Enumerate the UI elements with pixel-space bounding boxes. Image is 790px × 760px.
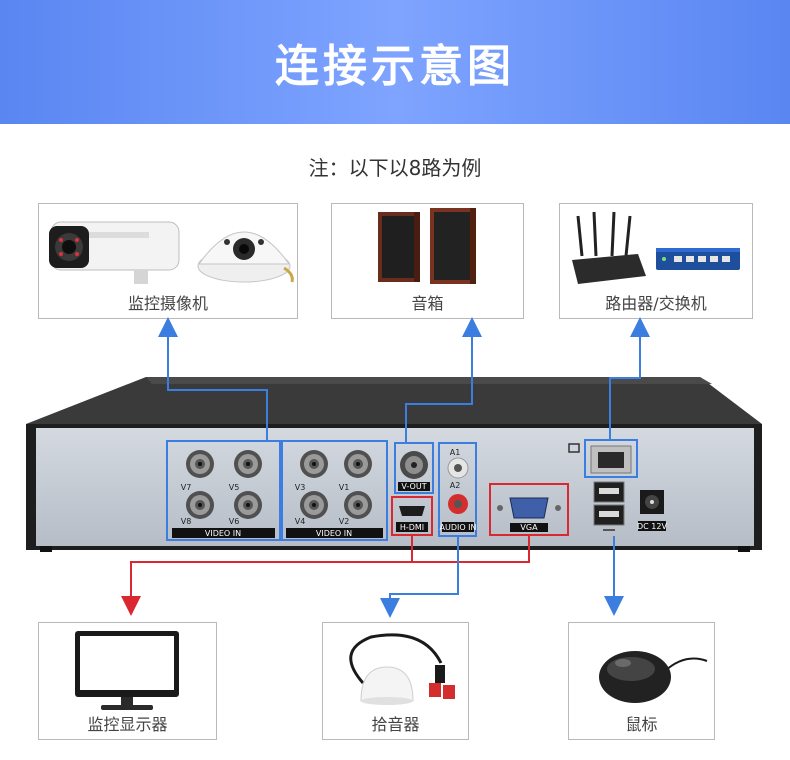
microphone-card: 拾音器 <box>322 622 469 740</box>
speaker-label: 音箱 <box>411 294 444 313</box>
router-card: 路由器/交换机 <box>559 203 753 319</box>
channel-label-v4: V4 <box>295 517 306 526</box>
video-in-box-right <box>281 440 388 541</box>
monitor-illustration <box>75 631 179 710</box>
channel-label-v8: V8 <box>181 517 192 526</box>
speaker-illustration <box>378 208 476 284</box>
vga-label: VGA <box>520 523 538 532</box>
camera-label: 监控摄像机 <box>127 294 208 313</box>
switch-icon <box>656 248 740 270</box>
dc-port: DC 12V <box>637 490 667 531</box>
mouse-illustration <box>599 651 708 703</box>
microphone-illustration <box>349 633 455 705</box>
video-in-box-left <box>166 440 281 541</box>
dome-camera-icon <box>197 231 294 283</box>
mouse-icon <box>599 651 708 703</box>
bnc-port-v3: V3 <box>295 450 328 492</box>
audio-a2-label: A2 <box>450 481 461 490</box>
page-title: 连接示意图 <box>275 41 515 92</box>
lan-port <box>568 439 638 478</box>
line-monitor-vga <box>412 535 530 563</box>
video-in-label-left: VIDEO IN <box>205 529 241 538</box>
bnc-port-v7: V7 <box>181 450 214 492</box>
channel-label-v6: V6 <box>229 517 240 526</box>
channel-label-v5: V5 <box>229 483 240 492</box>
router-illustration <box>572 211 740 284</box>
audio-ports: A1 A2 AUDIO IN <box>438 442 477 537</box>
monitor-label: 监控显示器 <box>87 715 168 734</box>
microphone-icon <box>349 633 455 705</box>
hdmi-label: H-DMI <box>400 523 424 532</box>
channel-label-v2: V2 <box>339 517 350 526</box>
bnc-port-v5: V5 <box>229 450 262 492</box>
audio-a1-label: A1 <box>450 448 461 457</box>
camera-card: 监控摄像机 <box>38 203 298 319</box>
note-text: 注：以下以8路为例 <box>308 156 482 180</box>
line-microphone <box>380 536 459 618</box>
hdmi-port: H-DMI <box>391 496 433 536</box>
line-monitor-hdmi <box>121 535 413 616</box>
monitor-card: 监控显示器 <box>38 622 217 740</box>
channel-label-v7: V7 <box>181 483 192 492</box>
vout-label: V-OUT <box>401 482 426 491</box>
router-icon <box>572 211 646 284</box>
monitor-icon <box>75 631 179 710</box>
bnc-port-v4: V4 <box>295 491 328 526</box>
speaker-icon <box>378 208 476 284</box>
microphone-label: 拾音器 <box>371 715 420 734</box>
channel-label-v1: V1 <box>339 483 350 492</box>
dc-label: DC 12V <box>637 522 667 531</box>
line-router <box>609 317 650 440</box>
line-camera <box>158 317 268 441</box>
mouse-label: 鼠标 <box>625 715 658 734</box>
video-in-strip-left <box>172 528 275 538</box>
bnc-port-v1: V1 <box>339 450 372 492</box>
bnc-port-v6: V6 <box>229 491 262 526</box>
mouse-card: 鼠标 <box>568 622 715 740</box>
speaker-card: 音箱 <box>331 203 524 319</box>
network-icon <box>568 443 580 453</box>
usb-ports <box>593 481 625 531</box>
audio-in-label: AUDIO IN <box>439 523 476 532</box>
bnc-port-v8: V8 <box>181 491 214 526</box>
video-in-label-right: VIDEO IN <box>316 529 352 538</box>
channel-label-v3: V3 <box>295 483 306 492</box>
camera-illustration <box>49 221 294 284</box>
vout-port: V-OUT <box>394 442 434 494</box>
router-label: 路由器/交换机 <box>605 294 707 313</box>
line-speaker <box>405 317 482 443</box>
bnc-port-v2: V2 <box>339 491 372 526</box>
video-in-strip-right <box>286 528 383 538</box>
header-banner: 连接示意图 <box>0 0 790 124</box>
connection-lines <box>121 317 650 618</box>
bullet-camera-icon <box>49 221 180 284</box>
